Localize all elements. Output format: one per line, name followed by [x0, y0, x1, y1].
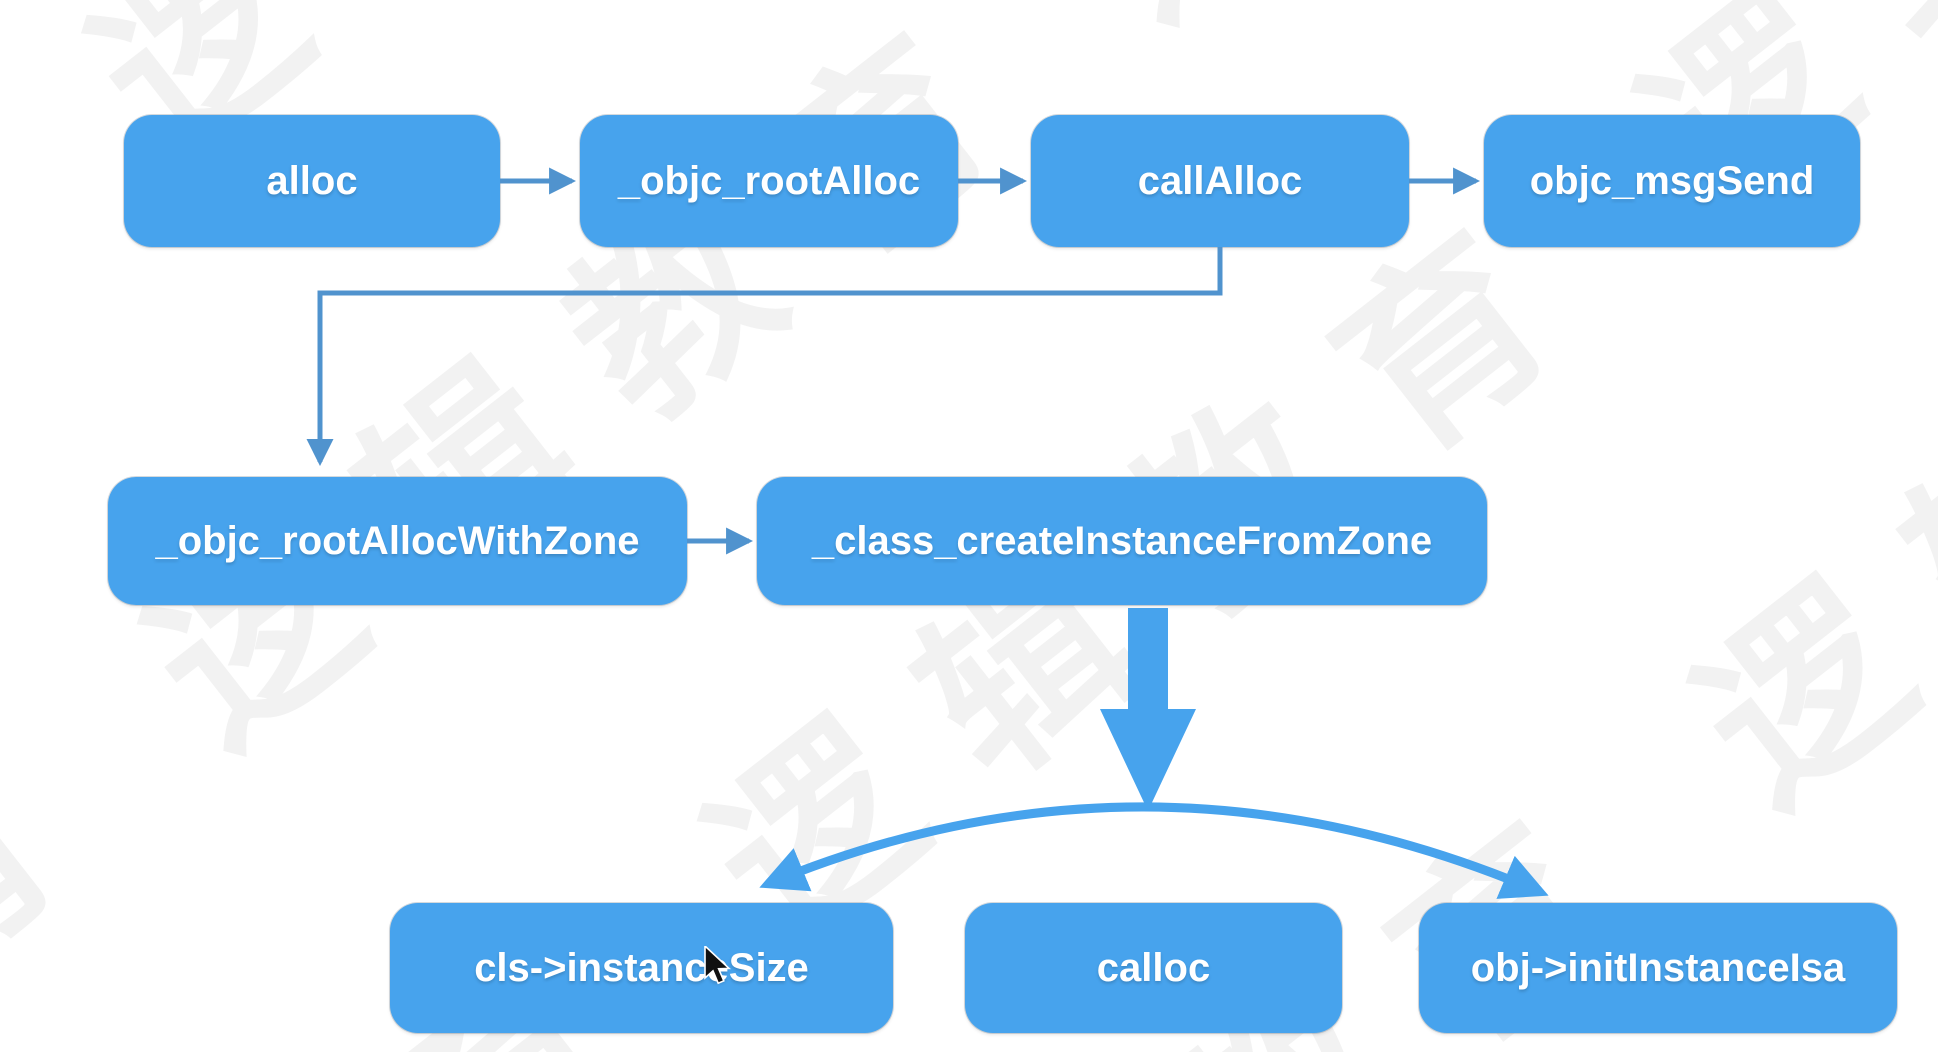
node-alloc-label: alloc: [266, 158, 358, 203]
node-objc-rootallocwithzone-label: _objc_rootAllocWithZone: [155, 518, 640, 563]
node-obj-initinstanceisa: obj->initInstanceIsa: [1419, 903, 1897, 1033]
node-alloc: alloc: [124, 115, 500, 247]
node-cls-instancesize: cls->instanceSize: [390, 903, 893, 1033]
node-objc-rootalloc-label: _objc_rootAlloc: [617, 158, 921, 203]
node-obj-initinstanceisa-label: obj->initInstanceIsa: [1470, 945, 1846, 990]
block-arrow-down-icon: [1100, 608, 1196, 811]
node-callalloc: callAlloc: [1031, 115, 1409, 247]
node-class-createinstancefromzone-label: _class_createInstanceFromZone: [811, 518, 1433, 563]
node-objc-msgsend: objc_msgSend: [1484, 115, 1860, 247]
edge-callalloc-to-rootallocwithzone: [306, 247, 1223, 467]
node-callalloc-label: callAlloc: [1137, 158, 1303, 203]
edge-fanout-arc: [759, 802, 1549, 899]
node-cls-instancesize-label: cls->instanceSize: [474, 945, 809, 990]
node-objc-msgsend-label: objc_msgSend: [1529, 158, 1815, 203]
node-objc-rootalloc: _objc_rootAlloc: [580, 115, 958, 247]
node-objc-rootallocwithzone: _objc_rootAllocWithZone: [108, 477, 687, 605]
node-calloc-label: calloc: [1096, 945, 1211, 990]
node-class-createinstancefromzone: _class_createInstanceFromZone: [757, 477, 1487, 605]
node-calloc: calloc: [965, 903, 1342, 1033]
